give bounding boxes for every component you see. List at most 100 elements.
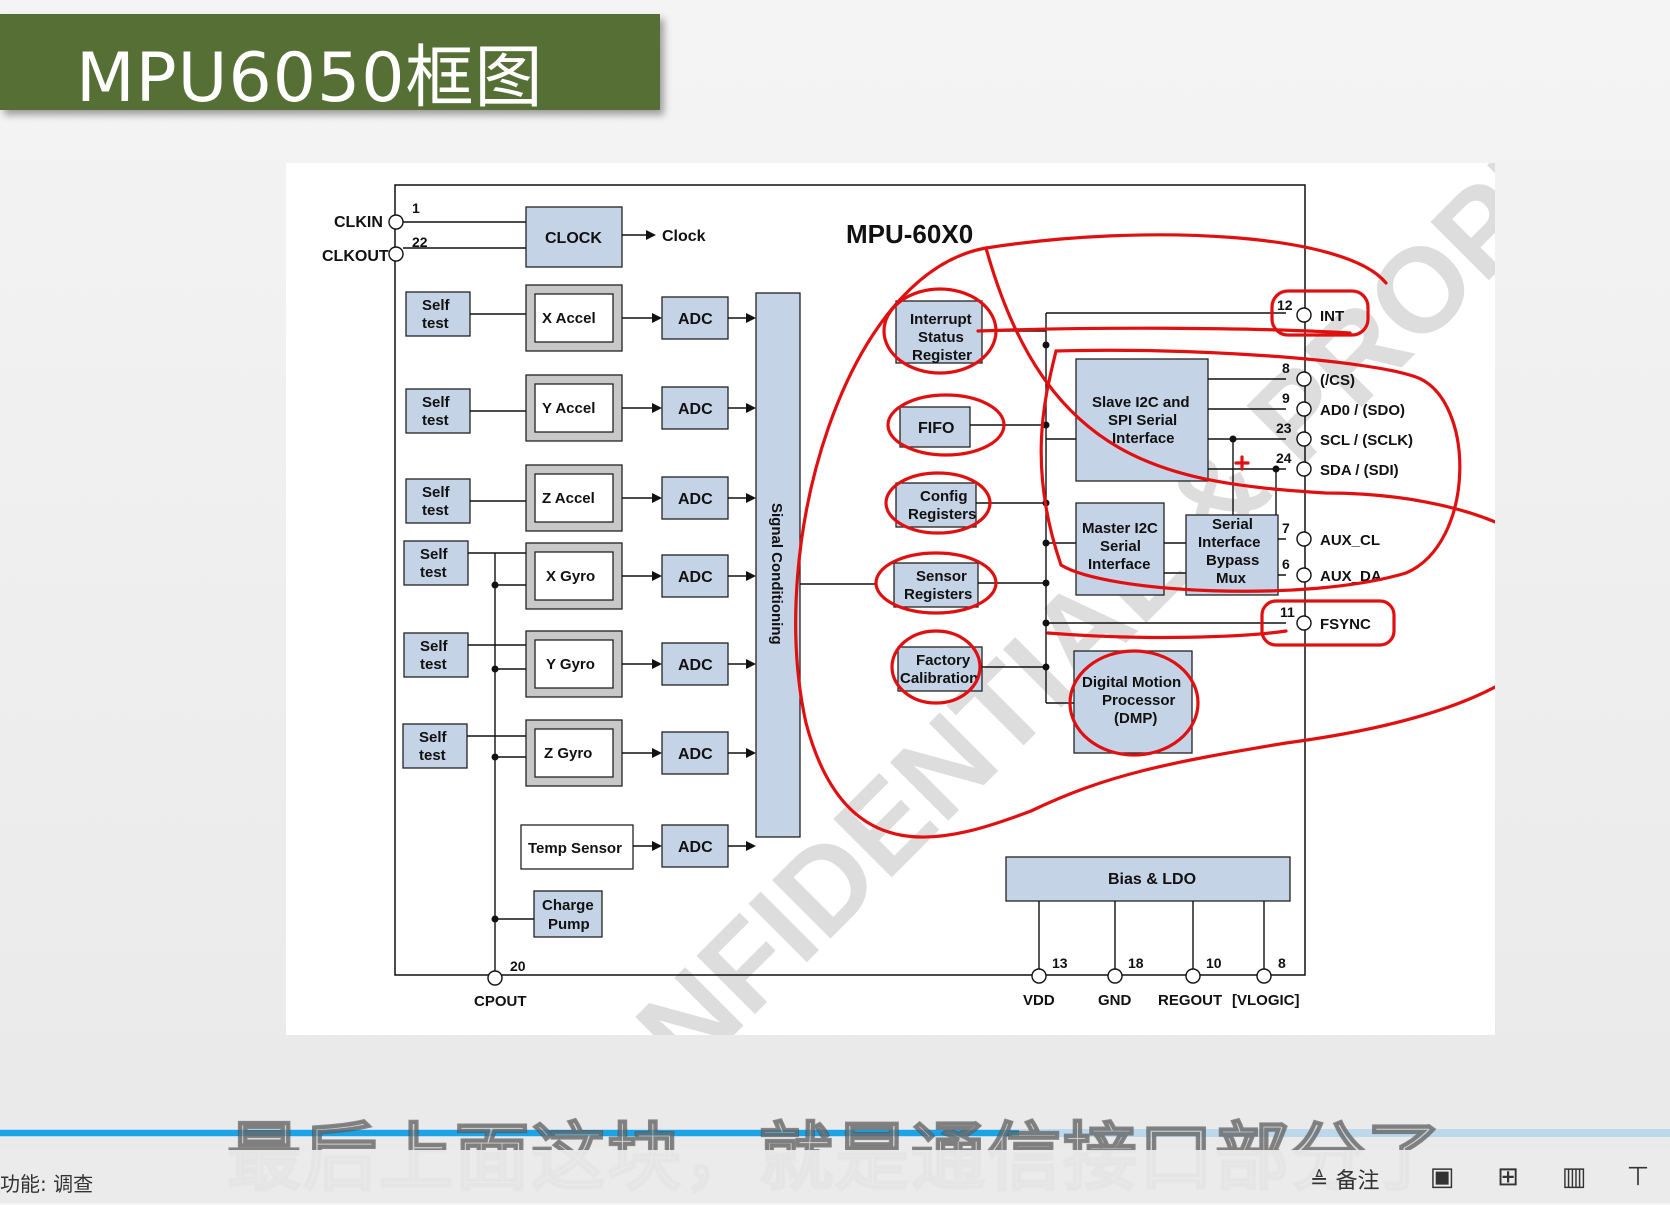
fifo-block	[899, 406, 971, 448]
watermark: CONFIDENTIAL & PROPRIETARY INFORMATION	[484, 0, 1670, 1205]
signal-conditioning-block	[755, 292, 801, 838]
self-test-label: test	[422, 502, 449, 519]
clkin-pin	[388, 214, 404, 230]
digital-motion-processor	[1073, 650, 1193, 754]
self-test-box	[403, 632, 469, 678]
self-test-box	[403, 540, 469, 586]
player-bottom-bar	[0, 1150, 1670, 1203]
self-test-label: test	[420, 564, 447, 581]
dmp-label: Digital Motion	[1082, 674, 1181, 691]
vdd-pin	[1031, 968, 1047, 984]
adc-box	[661, 386, 729, 430]
right-pins: 12 INT 8 (/CS) 9 AD0 / (SDO) 23 SCL / (S…	[1276, 297, 1413, 633]
charge-pump-label: Charge	[542, 897, 594, 914]
adc-box	[661, 824, 729, 868]
master-if-label: Master I2C	[1082, 520, 1158, 537]
self-test-box	[405, 478, 471, 524]
layout-book-icon[interactable]: ▥	[1561, 1162, 1587, 1192]
vdd-num: 13	[1052, 955, 1068, 971]
slave-if-label: SPI Serial	[1108, 412, 1177, 429]
cpout-pin	[487, 970, 503, 986]
interrupt-label: Status	[918, 329, 964, 346]
projector-icon[interactable]: ⊤	[1626, 1162, 1650, 1192]
sda-pin	[1296, 461, 1312, 477]
y-gyro-box	[534, 639, 614, 689]
adc-label: ADC	[678, 746, 713, 763]
bypass-label: Serial	[1212, 516, 1253, 533]
self-test-label: Self	[422, 297, 451, 314]
scl-label: SCL / (SCLK)	[1320, 432, 1413, 449]
slave-if-label: Interface	[1112, 430, 1175, 447]
y-accel-label: Y Accel	[542, 400, 595, 417]
clkout-num: 22	[412, 234, 428, 250]
adc-label: ADC	[678, 311, 713, 328]
config-label: Config	[920, 488, 967, 505]
charge-pump-label: Pump	[548, 916, 590, 933]
z-accel-label: Z Accel	[542, 490, 595, 507]
clock-out-label: Clock	[662, 228, 706, 245]
self-test-label: Self	[422, 484, 451, 501]
interrupt-status-register	[895, 300, 983, 364]
master-if-label: Serial	[1100, 538, 1141, 555]
adc-box	[661, 296, 729, 340]
gnd-label: GND	[1098, 992, 1132, 1009]
sda-label: SDA / (SDI)	[1320, 462, 1399, 479]
x-gyro-label: X Gyro	[546, 568, 595, 585]
slide-title: MPU6050框图	[76, 39, 544, 118]
adc-box	[661, 554, 729, 598]
fsync-label: FSYNC	[1320, 616, 1371, 633]
note-label: 备注	[1335, 1169, 1380, 1194]
clkin-num: 1	[412, 200, 420, 216]
sensor-row-z-accel: Self test Z Accel ADC	[405, 464, 756, 532]
adc-label: ADC	[678, 491, 713, 508]
self-test-label: Self	[420, 546, 449, 563]
temp-sensor-label: Temp Sensor	[528, 840, 622, 857]
sensor-regs-label: Sensor	[916, 568, 967, 585]
regout-label: REGOUT	[1158, 992, 1222, 1009]
ad0-label: AD0 / (SDO)	[1320, 402, 1405, 419]
bias-ldo-block	[1005, 856, 1291, 902]
bypass-label: Bypass	[1206, 552, 1259, 569]
auxda-pin	[1296, 567, 1312, 583]
self-test-label: test	[420, 656, 447, 673]
sensor-registers-block	[893, 562, 979, 608]
adc-label: ADC	[678, 569, 713, 586]
clkin-label: CLKIN	[334, 214, 383, 231]
config-registers-block	[895, 482, 977, 528]
auxcl-pin	[1296, 531, 1312, 547]
int-pin	[1296, 307, 1312, 323]
x-accel-label: X Accel	[542, 310, 596, 327]
dmp-label: Processor	[1102, 692, 1176, 709]
dmp-label: (DMP)	[1114, 710, 1157, 727]
self-test-label: test	[422, 412, 449, 429]
x-accel-box	[534, 293, 614, 343]
self-test-label: Self	[422, 394, 451, 411]
self-test-box	[405, 388, 471, 434]
factory-label: Calibration	[900, 670, 978, 687]
adc-box	[661, 476, 729, 520]
signal-conditioning-label: Signal Conditioning	[768, 503, 785, 645]
int-label: INT	[1320, 308, 1344, 325]
gnd-pin	[1107, 968, 1123, 984]
vdd-label: VDD	[1023, 992, 1055, 1009]
config-label: Registers	[908, 506, 976, 523]
chip-name: MPU-60X0	[846, 219, 973, 249]
adc-label: ADC	[678, 401, 713, 418]
bypass-label: Mux	[1216, 570, 1247, 587]
video-progress-fill	[0, 1130, 1019, 1136]
int-num: 12	[1277, 297, 1293, 313]
sensor-row-x-accel: Self test X Accel ADC	[405, 284, 756, 352]
serial-interface-bypass-mux	[1185, 514, 1279, 596]
layout-grid-icon[interactable]: ⊞	[1497, 1162, 1519, 1192]
fsync-pin	[1296, 615, 1312, 631]
master-if-label: Interface	[1088, 556, 1151, 573]
z-gyro-box	[534, 728, 614, 778]
slide-title-bar	[0, 14, 660, 110]
temp-sensor-box	[520, 824, 634, 870]
layout-single-icon[interactable]: ▣	[1429, 1162, 1455, 1192]
factory-calibration-block	[897, 646, 983, 692]
master-i2c-interface	[1075, 502, 1165, 596]
note-button[interactable]: ≜ 备注	[1310, 1163, 1379, 1195]
x-gyro-box	[534, 551, 614, 601]
mpu6050-block-diagram: CONFIDENTIAL & PROPRIETARY INFORMATION M…	[286, 0, 1670, 1205]
